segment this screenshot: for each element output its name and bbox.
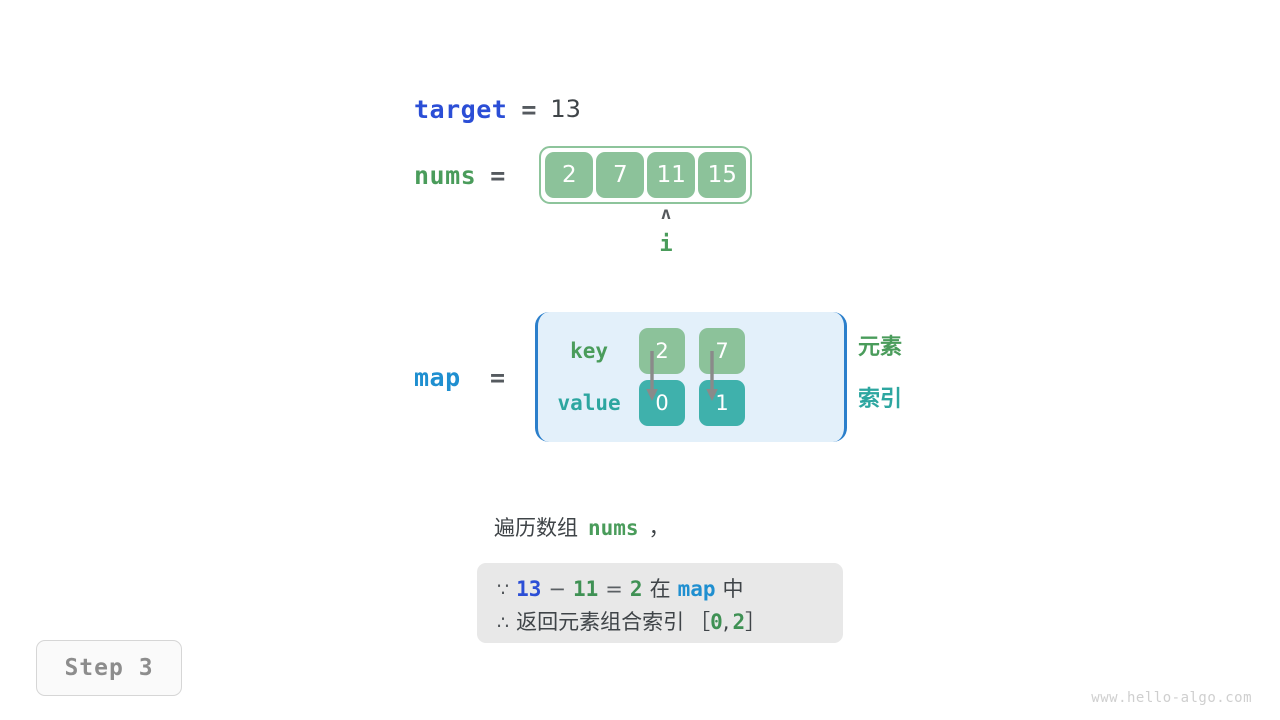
- map-key-cell: 7: [699, 328, 746, 374]
- nums-cell: 7: [596, 152, 645, 198]
- side-label-indices: 索引: [858, 387, 903, 412]
- statement-line-2: ∴ 返回元素组合索引 ［ 0 , 2 ］: [497, 606, 823, 639]
- because-symbol: ∵: [497, 579, 510, 601]
- target-equals-sign: =: [521, 94, 537, 124]
- map-equals-sign: =: [490, 362, 506, 392]
- nums-cell: 15: [698, 152, 747, 198]
- statement-minus-sign: −: [548, 577, 566, 601]
- statement-open-bracket: ［: [689, 610, 711, 634]
- caption-code-nums: nums: [588, 516, 639, 540]
- therefore-symbol: ∴: [497, 612, 510, 634]
- statement-separator: ,: [722, 610, 730, 634]
- statement-index-2: 2: [732, 610, 746, 634]
- map-value-cell: 1: [699, 380, 746, 426]
- caption-line: 遍历数组 nums ，: [494, 512, 670, 542]
- nums-equals-sign: =: [490, 160, 506, 190]
- statement-return-text: 返回元素组合索引: [516, 610, 685, 634]
- nums-cell: 2: [545, 152, 594, 198]
- statement-operand-a: 13: [516, 577, 542, 601]
- nums-row: nums = 2 7 11 15: [414, 146, 753, 204]
- map-variable-name: map: [414, 362, 461, 392]
- map-value-cell: 0: [639, 380, 686, 426]
- map-container: key 2 7 value 0 1: [535, 312, 848, 442]
- statement-operand-b: 11: [573, 577, 599, 601]
- caption-text: 遍历数组: [494, 516, 578, 540]
- target-row: target = 13: [414, 92, 581, 126]
- map-key-cell: 2: [639, 328, 686, 374]
- watermark: www.hello-algo.com: [1091, 690, 1252, 706]
- side-label-elements: 元素: [858, 335, 903, 360]
- statement-box: ∵ 13 − 11 = 2 在 map 中 ∴ 返回元素组合索引 ［ 0 , 2…: [477, 563, 843, 643]
- statement-result: 2: [629, 577, 643, 601]
- statement-in-word: 在: [649, 577, 671, 601]
- pointer-label-i: i: [659, 232, 673, 257]
- map-row: map = key 2 7 value 0 1: [414, 312, 848, 442]
- map-row-label-key: key: [570, 339, 609, 363]
- map-grid: key 2 7 value 0 1: [546, 325, 752, 429]
- target-value: 13: [550, 95, 581, 123]
- nums-array: 2 7 11 15: [539, 146, 753, 204]
- statement-map-keyword: map: [677, 577, 716, 601]
- statement-index-1: 0: [710, 610, 723, 634]
- statement-tail-word: 中: [722, 577, 744, 601]
- step-badge: Step 3: [36, 640, 182, 696]
- caret-up-icon: ʌ: [660, 204, 672, 224]
- statement-equals-sign: =: [605, 577, 623, 601]
- caption-comma: ，: [648, 516, 670, 540]
- index-pointer: ʌ i: [644, 206, 688, 256]
- statement-close-bracket: ］: [745, 610, 767, 634]
- map-row-label-value: value: [557, 391, 621, 415]
- target-variable-name: target: [414, 94, 508, 124]
- map-side-labels: 元素 索引: [858, 336, 902, 412]
- nums-variable-name: nums: [414, 160, 477, 190]
- statement-line-1: ∵ 13 − 11 = 2 在 map 中: [497, 573, 823, 606]
- nums-cell: 11: [647, 152, 696, 198]
